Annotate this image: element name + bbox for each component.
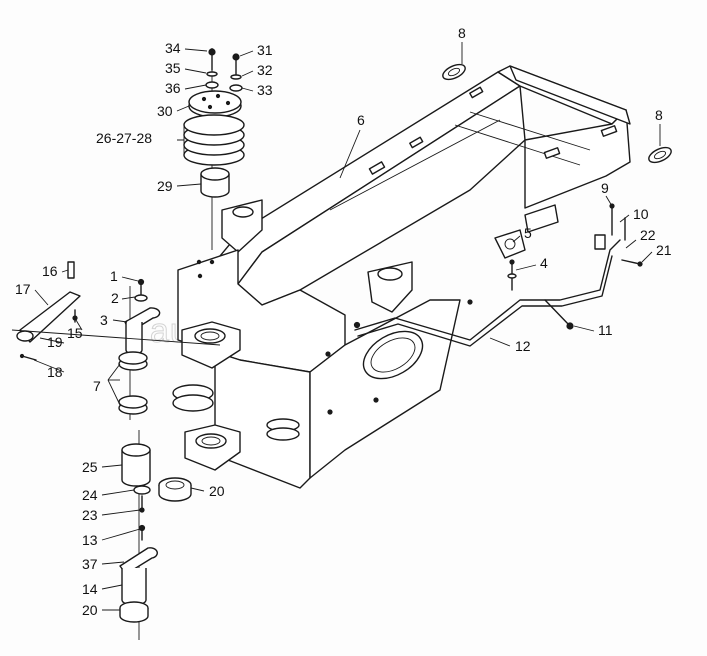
hinge-damper-upper	[172, 384, 214, 412]
callout-label-c15: 15	[67, 325, 83, 341]
callout-label-c30: 30	[157, 103, 173, 119]
callout-label-c34: 34	[165, 40, 181, 56]
callout-label-c20a: 20	[209, 483, 225, 499]
left-pin-assembly	[11, 261, 221, 420]
lower-pin-column	[119, 430, 192, 640]
callout-label-c32: 32	[257, 62, 273, 78]
callout-label-c33: 33	[257, 82, 273, 98]
callout-label-c25: 25	[82, 459, 98, 475]
callout-label-c21: 21	[656, 242, 672, 258]
callout-label-c19: 19	[47, 334, 63, 350]
callout-label-c17: 17	[15, 281, 31, 297]
callout-label-c2: 2	[111, 290, 119, 306]
callout-label-c14: 14	[82, 581, 98, 597]
callout-label-c37: 37	[82, 556, 98, 572]
hinge-damper-lower	[266, 418, 300, 441]
callout-label-c35: 35	[165, 60, 181, 76]
callout-label-c20b: 20	[82, 602, 98, 618]
callout-label-c3: 3	[100, 312, 108, 328]
callout-label-c36: 36	[165, 80, 181, 96]
callout-label-c262728: 26-27-28	[96, 130, 152, 146]
callout-label-c4: 4	[540, 255, 548, 271]
callout-label-c7: 7	[93, 378, 101, 394]
callout-label-c11: 11	[598, 322, 613, 338]
right-piping	[354, 203, 643, 347]
top-mount-stack	[183, 48, 245, 250]
callout-label-c29: 29	[157, 178, 173, 194]
callout-label-c6: 6	[357, 112, 365, 128]
callout-label-c24: 24	[82, 487, 98, 503]
callout-label-c8b: 8	[655, 107, 663, 123]
callout-label-c13: 13	[82, 532, 98, 548]
callout-label-c12: 12	[515, 338, 531, 354]
callout-label-c23: 23	[82, 507, 98, 523]
callout-label-c31: 31	[257, 42, 273, 58]
callout-label-c16: 16	[42, 263, 58, 279]
rear-rubber-mounts	[442, 63, 672, 164]
callout-label-c8a: 8	[458, 25, 466, 41]
leader-lines	[33, 42, 661, 611]
callout-label-c10: 10	[633, 206, 649, 222]
callout-label-c22: 22	[640, 227, 656, 243]
callout-label-c18: 18	[47, 364, 63, 380]
main-frame	[172, 65, 631, 489]
callout-label-c5: 5	[524, 225, 532, 241]
callout-label-c1: 1	[110, 268, 118, 284]
callout-label-c9: 9	[601, 180, 609, 196]
